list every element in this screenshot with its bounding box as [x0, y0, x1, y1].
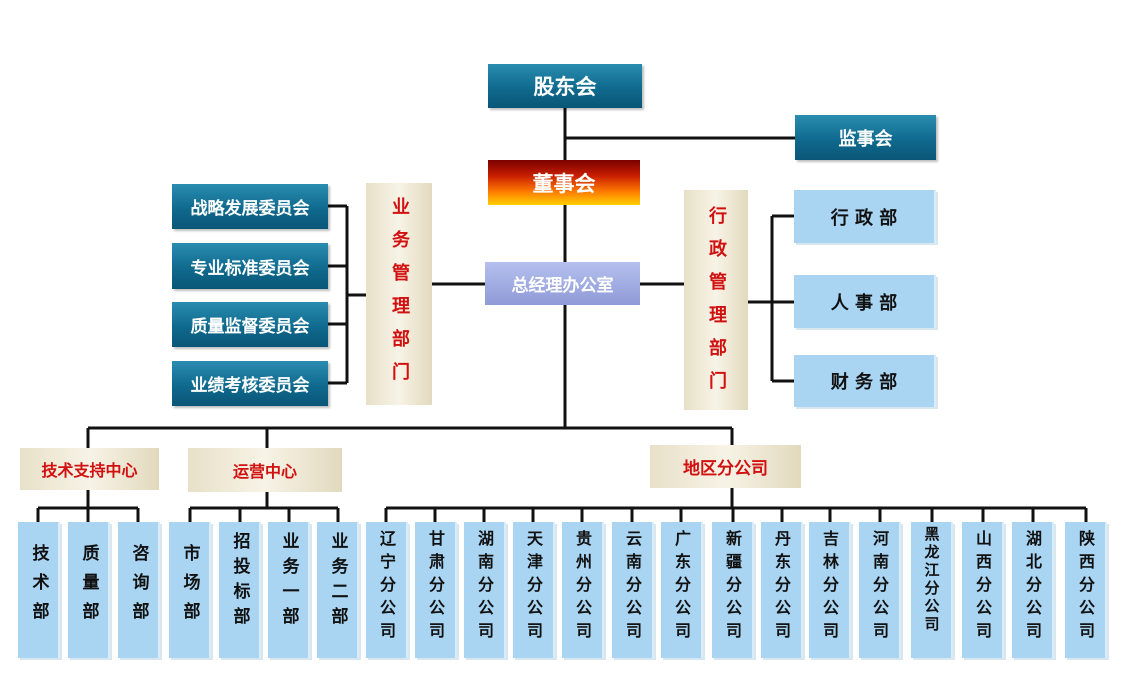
committee-performance: 业绩考核委员会 [172, 361, 328, 406]
board-label: 董事会 [532, 170, 596, 196]
committee-strategy: 战略发展委员会 [172, 184, 328, 229]
admin-unit-hr: 人 事 部 [794, 275, 936, 328]
branch-label: 河南分公司 [870, 530, 889, 645]
branch-box: 广东分公司 [661, 522, 703, 658]
admin-unit-label: 人 事 部 [830, 292, 898, 314]
branch-box: 陕西分公司 [1065, 522, 1107, 658]
shareholders-label: 股东会 [533, 74, 597, 99]
branch-box: 新疆分公司 [712, 522, 754, 658]
gm-office-box: 总经理办公室 [485, 262, 640, 305]
branch-label: 丹东分公司 [772, 530, 791, 645]
branch-box: 甘肃分公司 [415, 522, 457, 658]
admin-unit-label: 财 务 部 [830, 372, 898, 393]
ops-unit: 业务二部 [317, 522, 359, 658]
ops-unit-label: 业务二部 [327, 532, 348, 632]
branch-label: 辽宁分公司 [377, 530, 396, 645]
branch-label: 新疆分公司 [723, 530, 742, 645]
branch-label: 贵州分公司 [573, 530, 592, 645]
branch-label: 黑龙江分公司 [922, 526, 941, 634]
admin-unit-administration: 行 政 部 [794, 190, 936, 243]
branch-box: 吉林分公司 [809, 522, 851, 658]
gm-office-label: 总经理办公室 [511, 276, 614, 296]
branch-label: 吉林分公司 [820, 530, 839, 645]
branch-box: 湖北分公司 [1012, 522, 1054, 658]
branch-box: 辽宁分公司 [366, 522, 408, 658]
committee-label: 业绩考核委员会 [190, 376, 310, 396]
branch-box: 天津分公司 [513, 522, 555, 658]
business-dept-box: 业务管理部门 [366, 183, 432, 405]
supervisors-label: 监事会 [838, 128, 893, 150]
branch-box: 丹东分公司 [761, 522, 803, 658]
regional-label: 地区分公司 [683, 459, 768, 479]
tech-unit-label: 质量部 [78, 544, 99, 631]
admin-dept-box: 行政管理部门 [684, 190, 748, 410]
branch-label: 云南分公司 [623, 530, 642, 645]
branch-label: 湖南分公司 [475, 530, 494, 645]
branch-label: 山西分公司 [973, 530, 992, 645]
ops-unit: 招投标部 [219, 522, 261, 658]
committee-label: 专业标准委员会 [190, 258, 310, 279]
committee-standards: 专业标准委员会 [172, 243, 328, 289]
branch-box: 贵州分公司 [562, 522, 604, 658]
branch-box: 湖南分公司 [464, 522, 506, 658]
branch-label: 陕西分公司 [1076, 530, 1095, 645]
branch-label: 湖北分公司 [1023, 530, 1042, 645]
committee-quality: 质量监督委员会 [172, 302, 328, 347]
regional-box: 地区分公司 [650, 445, 801, 488]
branch-label: 甘肃分公司 [426, 530, 445, 645]
committee-label: 质量监督委员会 [190, 317, 310, 337]
ops-center-label: 运营中心 [232, 462, 297, 481]
tech-unit: 咨询部 [118, 522, 160, 658]
branch-label: 天津分公司 [524, 530, 543, 645]
shareholders-box: 股东会 [488, 64, 642, 108]
ops-unit-label: 业务一部 [278, 532, 299, 632]
tech-center-label: 技术支持中心 [41, 461, 138, 480]
ops-unit: 业务一部 [268, 522, 310, 658]
tech-unit: 技术部 [18, 522, 60, 658]
board-box: 董事会 [488, 160, 640, 205]
branch-box: 云南分公司 [612, 522, 654, 658]
branch-box: 河南分公司 [859, 522, 901, 658]
ops-unit-label: 招投标部 [229, 532, 250, 632]
branch-label: 广东分公司 [672, 530, 691, 645]
ops-center-box: 运营中心 [188, 448, 342, 492]
branch-box: 黑龙江分公司 [911, 522, 953, 658]
ops-unit: 市场部 [169, 522, 211, 658]
admin-unit-label: 行 政 部 [830, 207, 898, 229]
tech-unit-label: 技术部 [28, 544, 49, 631]
supervisors-box: 监事会 [795, 115, 936, 160]
committee-label: 战略发展委员会 [190, 199, 310, 219]
admin-dept-label: 行政管理部门 [706, 206, 727, 404]
admin-unit-finance: 财 务 部 [794, 355, 936, 407]
tech-center-box: 技术支持中心 [20, 448, 159, 490]
branch-box: 山西分公司 [962, 522, 1004, 658]
ops-unit-label: 市场部 [179, 544, 200, 631]
tech-unit-label: 咨询部 [128, 544, 149, 631]
tech-unit: 质量部 [68, 522, 110, 658]
business-dept-label: 业务管理部门 [389, 197, 410, 395]
